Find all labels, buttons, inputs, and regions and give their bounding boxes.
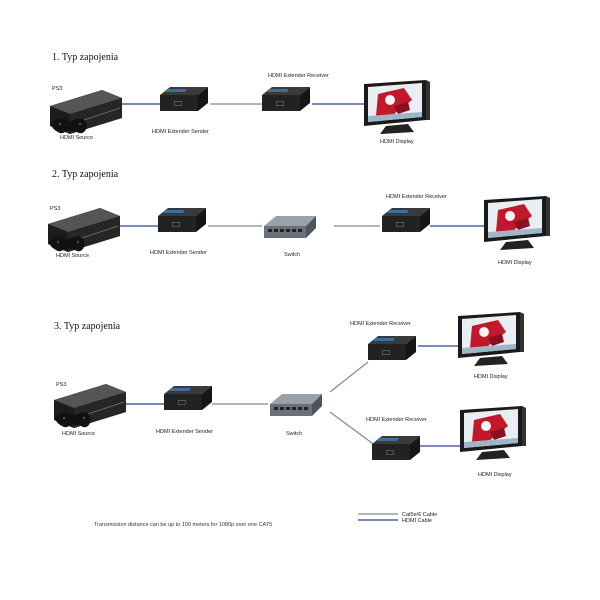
- tv-display-icon: [364, 80, 430, 134]
- tv-display-icon: [458, 312, 524, 366]
- receiver-label: HDMI Extender Receiver: [366, 417, 427, 423]
- cat-cable: [329, 411, 377, 447]
- sender-box-icon: [160, 87, 208, 111]
- source-label: HDMI Source: [56, 253, 89, 259]
- sender-label: HDMI Extender Sender: [152, 129, 209, 135]
- source-label: HDMI Source: [62, 431, 95, 437]
- receiver-box-icon: [382, 208, 430, 232]
- source-tag: PS3: [50, 206, 60, 212]
- source-label: HDMI Source: [60, 135, 93, 141]
- hdmi-cable-label: HDMI Cable: [402, 518, 432, 524]
- switch-label: Switch: [286, 431, 302, 437]
- section-title: 3. Typ zapojenia: [54, 321, 121, 332]
- tv-display-icon: [484, 196, 550, 250]
- display-label: HDMI Display: [474, 374, 508, 380]
- section-2: 2. Typ zapojenia PS3 HDMI Source HDMI Ex…: [47, 169, 550, 266]
- sender-label: HDMI Extender Sender: [150, 250, 207, 256]
- source-tag: PS3: [56, 382, 66, 388]
- receiver-box-icon: [368, 336, 416, 360]
- receiver-box-icon: [372, 436, 420, 460]
- source-tag: PS3: [52, 86, 62, 92]
- network-switch-icon: [264, 216, 316, 238]
- section-3: 3. Typ zapojenia PS3 HDMI Source HDMI Ex…: [53, 312, 526, 478]
- switch-label: Switch: [284, 252, 300, 258]
- transmission-note: Transmission distance can be up to 100 m…: [94, 522, 272, 528]
- sender-box-icon: [158, 208, 206, 232]
- receiver-label: HDMI Extender Receiver: [350, 321, 411, 327]
- receiver-label: HDMI Extender Receiver: [386, 194, 447, 200]
- ps3-console-icon: [53, 383, 127, 429]
- tv-display-icon: [460, 406, 526, 460]
- section-1: 1. Typ zapojenia PS3 HDMI Source HDMI Ex…: [49, 52, 430, 145]
- network-switch-icon: [270, 394, 322, 416]
- receiver-box-icon: [262, 87, 310, 111]
- display-label: HDMI Display: [380, 139, 414, 145]
- cat-cable-label: Cat5e/6 Cable: [402, 512, 437, 518]
- ps3-console-icon: [47, 207, 121, 253]
- section-title: 2. Typ zapojenia: [52, 169, 119, 180]
- cable-legend: Cat5e/6 Cable HDMI Cable: [358, 512, 437, 524]
- section-title: 1. Typ zapojenia: [52, 52, 119, 63]
- display-label: HDMI Display: [498, 260, 532, 266]
- display-label: HDMI Display: [478, 472, 512, 478]
- sender-label: HDMI Extender Sender: [156, 429, 213, 435]
- cat-cable: [329, 361, 369, 393]
- ps3-console-icon: [49, 89, 123, 135]
- receiver-label: HDMI Extender Receiver: [268, 73, 329, 79]
- sender-box-icon: [164, 386, 212, 410]
